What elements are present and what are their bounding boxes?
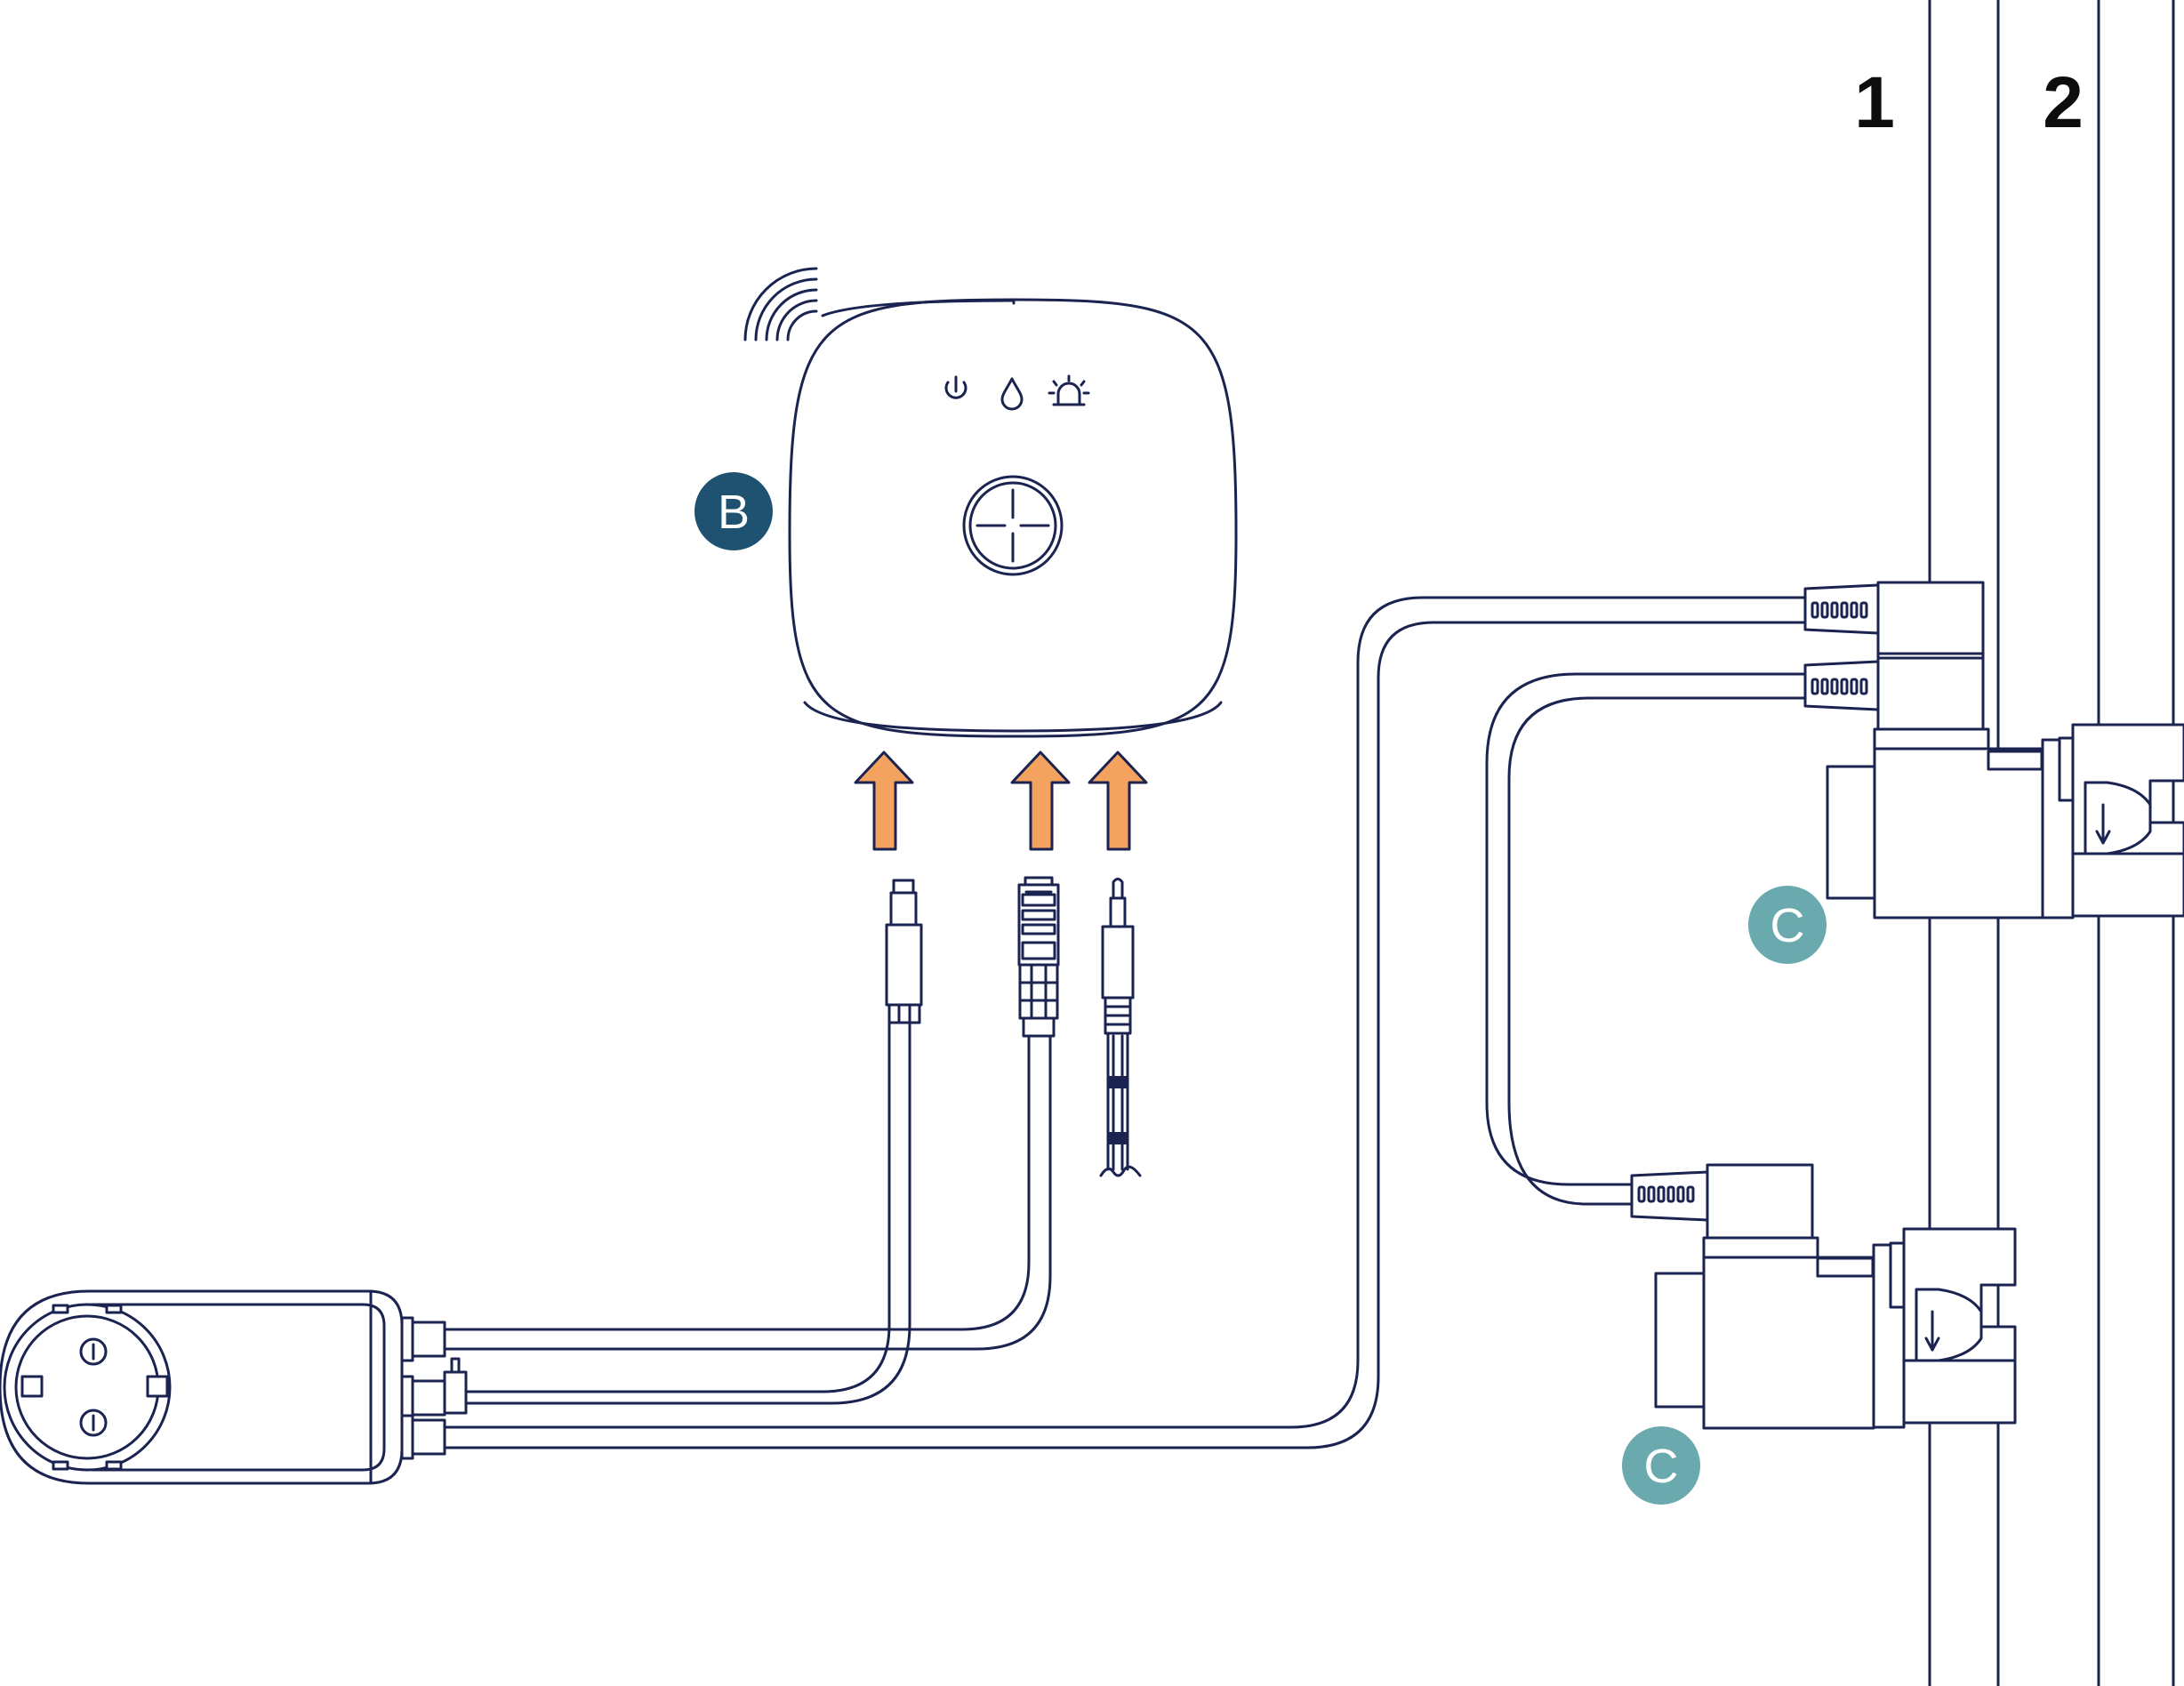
arrow-power — [854, 751, 914, 851]
pipe-1-label: 1 — [1854, 62, 1895, 143]
shutoff-valve-upper — [1803, 581, 2184, 919]
power-icon — [944, 375, 968, 399]
sensor-jack-plug — [1099, 878, 1142, 1177]
valve-badge-lower: C — [1622, 1426, 1700, 1505]
arrow-network — [1010, 751, 1071, 851]
smart-hub — [788, 298, 1238, 738]
plus-button-icon — [962, 475, 1064, 576]
valve-badge-upper: C — [1748, 886, 1827, 964]
hub-badge: B — [695, 472, 773, 550]
alarm-icon — [1048, 374, 1090, 406]
water-drop-icon — [1000, 377, 1024, 411]
cables — [441, 596, 1807, 1449]
network-plug — [1017, 876, 1060, 1038]
arrow-sensor — [1088, 751, 1148, 851]
connection-arrows — [854, 751, 1148, 851]
power-socket-adapter — [0, 1289, 468, 1485]
dc-power-plug — [885, 879, 923, 1024]
valve-badge-lower-label: C — [1644, 1440, 1679, 1493]
pipe-2-label: 2 — [2043, 62, 2084, 143]
hub-badge-label: B — [718, 486, 750, 539]
wifi-signal-icon — [743, 267, 818, 341]
valve-badge-upper-label: C — [1770, 899, 1805, 952]
shutoff-valve-lower — [1630, 1163, 2017, 1430]
